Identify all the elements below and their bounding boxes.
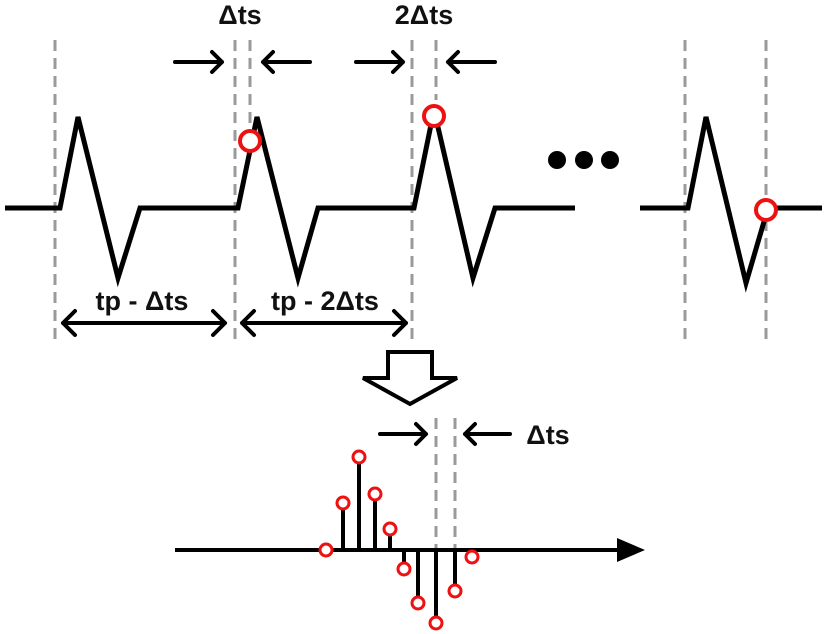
- sample-point: [335, 495, 351, 511]
- sample-stems: [341, 460, 457, 620]
- sample-marker-pulse3: [422, 104, 446, 128]
- sample-points: [318, 449, 480, 631]
- periodic-waveform-right: [640, 116, 822, 293]
- sample-point: [410, 595, 426, 611]
- ellipsis-dots: [548, 151, 619, 169]
- sample-point: [447, 583, 463, 599]
- tp-minus-two-delta-ts-label: tp - 2Δts: [271, 286, 379, 316]
- guide-lines-top: [53, 40, 768, 340]
- sample-marker-pulseN: [754, 198, 778, 222]
- time-axis-arrowhead: [617, 538, 645, 562]
- delta-ts-top-arrows: [173, 50, 312, 74]
- two-delta-ts-top-arrows: [354, 50, 497, 74]
- guide-lines-bottom: [434, 418, 457, 548]
- delta-ts-top-label: Δts: [218, 0, 261, 30]
- sample-point: [351, 449, 367, 465]
- sample-marker-pulse2: [238, 129, 262, 153]
- sample-point: [382, 521, 398, 537]
- tp-minus-delta-ts-label: tp - Δts: [96, 286, 189, 316]
- periodic-waveform-left: [5, 109, 575, 288]
- delta-ts-bottom-arrows: [378, 422, 512, 446]
- sample-point: [396, 561, 412, 577]
- sample-point: [428, 615, 444, 631]
- sample-point: [318, 542, 334, 558]
- two-delta-ts-top-label: 2Δts: [395, 0, 453, 30]
- sample-point: [367, 486, 383, 502]
- sample-point: [464, 549, 480, 565]
- delta-ts-bottom-label: Δts: [526, 420, 569, 450]
- transform-down-arrow: [362, 350, 458, 407]
- tp-minus-two-delta-ts-double-arrow: [240, 309, 408, 337]
- tp-minus-delta-ts-double-arrow: [61, 309, 227, 337]
